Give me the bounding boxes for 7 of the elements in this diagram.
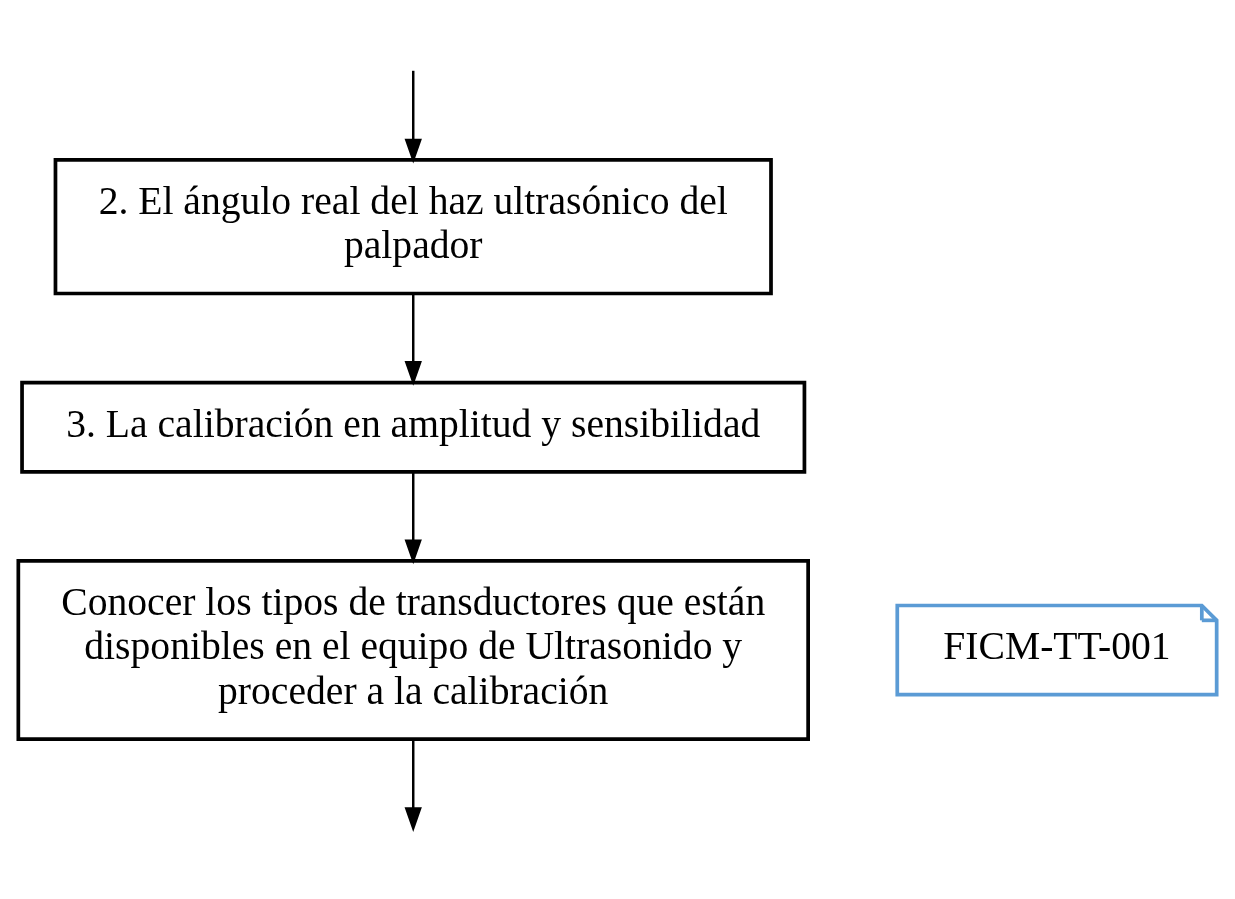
arrow: [404, 294, 422, 386]
node-box: 3. La calibración en amplitud y sensibilidad: [20, 380, 807, 474]
arrow: [404, 472, 422, 565]
arrow: [404, 739, 422, 832]
node-box: Conocer los tipos de transductores que están disponibles en el equipo de Ultrasonido y proceder a la calibración: [16, 559, 810, 742]
arrow: [404, 70, 422, 164]
node-box: 2. El ángulo real del haz ultrasónico del palpador: [53, 157, 773, 296]
